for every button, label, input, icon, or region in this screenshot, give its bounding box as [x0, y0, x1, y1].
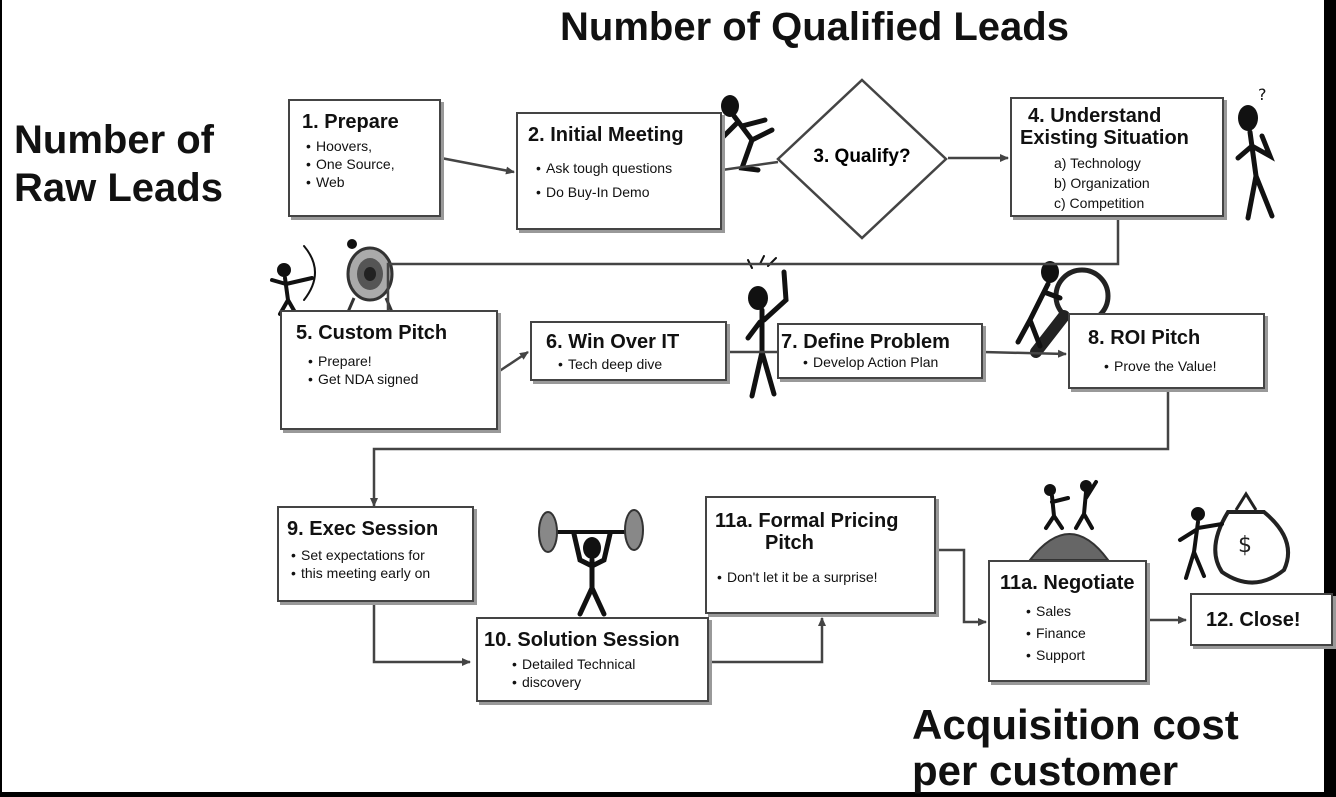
acquisition-title-line2: per customer	[912, 747, 1179, 794]
list-item: Set expectations for	[291, 546, 472, 564]
list-item: discovery	[512, 673, 707, 691]
archer-icon	[270, 245, 316, 316]
list-item: Prepare!	[308, 352, 496, 370]
step-initial-meeting: 2. Initial Meeting Ask tough questions D…	[516, 112, 722, 230]
step-prepare-title: 1. Prepare	[302, 111, 399, 133]
step-prepare: 1. Prepare Hoovers, One Source, Web	[288, 99, 441, 217]
step-exec-session-title: 9. Exec Session	[287, 518, 439, 540]
runner-icon	[719, 95, 775, 173]
list-item: Sales	[1026, 600, 1145, 622]
qualified-leads-title: Number of Qualified Leads	[560, 5, 1069, 49]
raw-leads-title-line1: Number of	[14, 118, 214, 162]
raw-leads-title-line2: Raw Leads	[14, 166, 223, 210]
step-qualify-title: 3. Qualify?	[813, 146, 911, 167]
target-icon	[346, 239, 394, 313]
step-close-title: 12. Close!	[1206, 609, 1301, 631]
list-item: Finance	[1026, 622, 1145, 644]
step-negotiate: 11a. Negotiate Sales Finance Support	[988, 560, 1147, 682]
step-initial-meeting-title: 2. Initial Meeting	[528, 124, 684, 146]
raw-leads-title: Number of Raw Leads	[14, 116, 223, 212]
step-win-over-it: 6. Win Over IT Tech deep dive	[530, 321, 727, 381]
acquisition-cost-title: Acquisition cost per customer	[912, 702, 1239, 794]
step-custom-pitch-title: 5. Custom Pitch	[296, 322, 448, 344]
step-roi-pitch-title: 8. ROI Pitch	[1088, 327, 1201, 349]
list-item: Don't let it be a surprise!	[717, 568, 934, 586]
step-custom-pitch: 5. Custom Pitch Prepare! Get NDA signed	[280, 310, 498, 430]
list-item: Prove the Value!	[1104, 357, 1263, 375]
list-item: c) Competition	[1054, 195, 1145, 211]
weightlifter-icon	[538, 509, 644, 617]
list-item: a) Technology	[1054, 155, 1141, 171]
list-item: Do Buy-In Demo	[536, 180, 720, 204]
list-item: Get NDA signed	[308, 370, 496, 388]
svg-text:?: ?	[1258, 85, 1267, 104]
step-formal-pricing: 11a. Formal Pricing Pitch Don't let it b…	[705, 496, 936, 614]
list-item: Web	[306, 173, 439, 191]
summit-icon	[1027, 480, 1110, 561]
step-negotiate-title: 11a. Negotiate	[1000, 572, 1135, 594]
step-define-problem: 7. Define Problem Develop Action Plan	[777, 323, 983, 379]
list-item: b) Organization	[1054, 175, 1150, 191]
step-understand-title-line2: Existing Situation	[1020, 127, 1189, 149]
step-define-problem-title: 7. Define Problem	[781, 331, 950, 353]
step-understand-title-line1: 4. Understand	[1028, 105, 1162, 127]
step-win-over-it-title: 6. Win Over IT	[546, 331, 680, 353]
list-item: Hoovers,	[306, 137, 439, 155]
list-item: One Source,	[306, 155, 439, 173]
step-solution-session-title: 10. Solution Session	[484, 629, 680, 651]
step-close: 12. Close!	[1190, 593, 1333, 646]
list-item: Detailed Technical	[512, 655, 707, 673]
step-formal-pricing-title-line2: Pitch	[765, 532, 814, 554]
step-formal-pricing-title-line1: 11a. Formal Pricing	[715, 510, 899, 532]
list-item: Develop Action Plan	[803, 353, 981, 371]
acquisition-title-line1: Acquisition cost	[912, 701, 1239, 748]
svg-text:$: $	[1238, 533, 1252, 558]
step-exec-session: 9. Exec Session Set expectations for thi…	[277, 506, 474, 602]
list-item: Ask tough questions	[536, 156, 720, 180]
list-item: this meeting early on	[291, 564, 472, 582]
money-bag-icon: $	[1178, 491, 1290, 585]
step-solution-session: 10. Solution Session Detailed Technical …	[476, 617, 709, 702]
step-roi-pitch: 8. ROI Pitch Prove the Value!	[1068, 313, 1265, 389]
list-item: Tech deep dive	[558, 355, 725, 373]
list-item: Support	[1026, 644, 1145, 666]
step-understand: 4. Understand Existing Situation a) Tech…	[1010, 97, 1224, 217]
step-qualify-decision: 3. Qualify?	[776, 78, 948, 240]
thinker-icon: ?	[1235, 85, 1275, 221]
